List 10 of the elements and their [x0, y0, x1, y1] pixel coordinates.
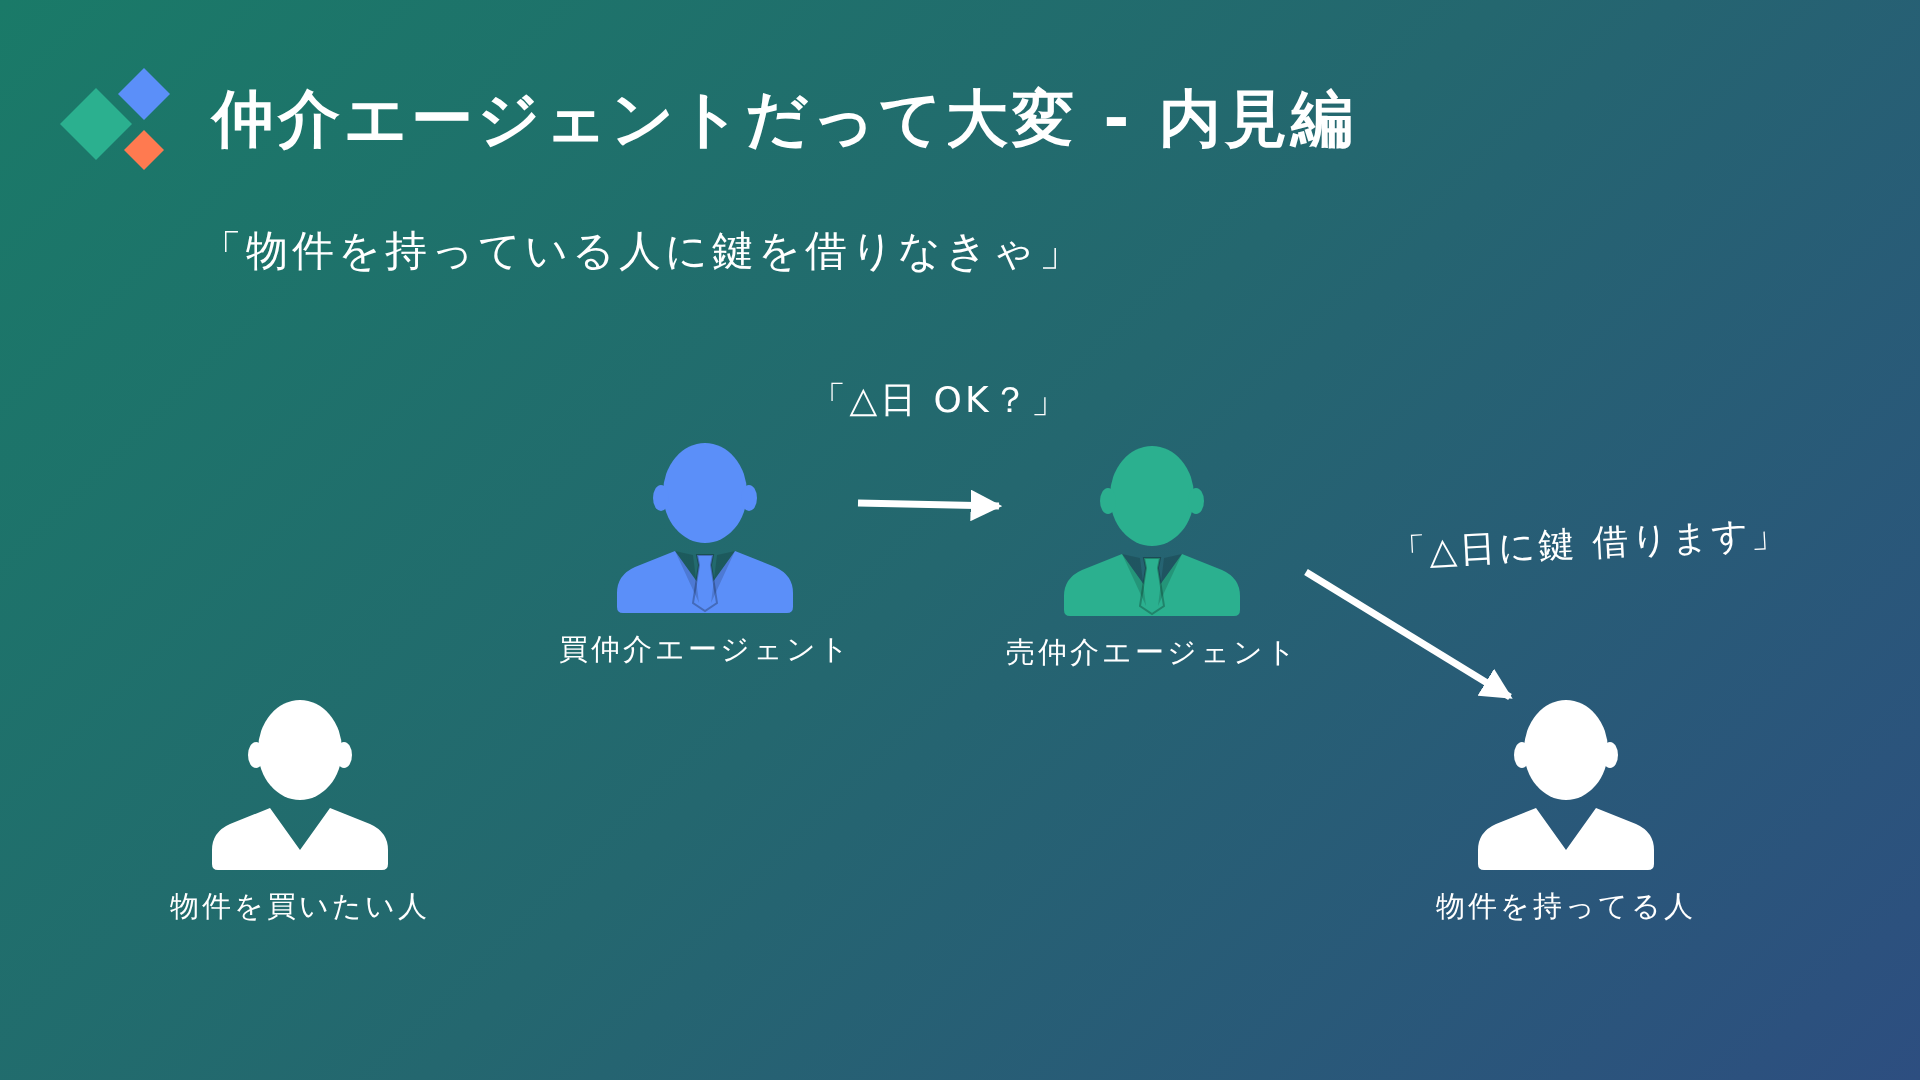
person-label: 物件を持ってる人 [1436, 892, 1696, 921]
edge-label: 「△日に鍵 借ります」 [1389, 514, 1791, 572]
edge-label: 「△日 OK？」 [810, 382, 1070, 418]
person-label: 物件を買いたい人 [170, 892, 430, 921]
arrow [1304, 569, 1513, 700]
person-label: 売仲介エージェント [1005, 638, 1299, 667]
subtitle: 「物件を持っている人に鍵を借りなきゃ」 [200, 230, 1085, 272]
arrow [857, 489, 1003, 522]
title: 仲介エージェントだって大変 - 内見編 [212, 88, 1357, 150]
person-label: 買仲介エージェント [558, 635, 852, 664]
